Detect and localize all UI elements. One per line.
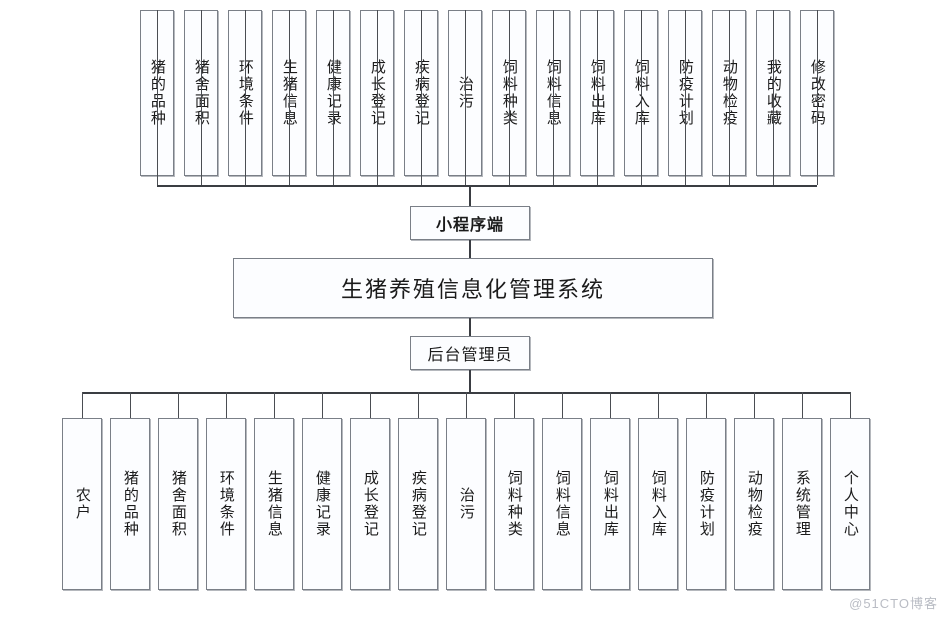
- client-module-drop-4: [289, 10, 290, 185]
- connector-system-to-admin: [469, 318, 471, 336]
- client-module-drop-16: [817, 10, 818, 185]
- admin-module-drop-12: [610, 392, 611, 418]
- admin-module-drop-6: [322, 392, 323, 418]
- admin-module-7[interactable]: 成长登记: [350, 418, 390, 590]
- admin-module-11[interactable]: 饲料信息: [542, 418, 582, 590]
- admin-module-drop-5: [274, 392, 275, 418]
- connector-admin-to-bus: [469, 370, 471, 393]
- admin-module-drop-3: [178, 392, 179, 418]
- admin-module-2[interactable]: 猪的品种: [110, 418, 150, 590]
- admin-module-drop-1: [82, 392, 83, 418]
- client-module-bus-line: [157, 185, 817, 187]
- admin-module-drop-15: [754, 392, 755, 418]
- admin-module-12[interactable]: 饲料出库: [590, 418, 630, 590]
- client-module-drop-6: [377, 10, 378, 185]
- client-module-drop-15: [773, 10, 774, 185]
- system-title-node[interactable]: 生猪养殖信息化管理系统: [233, 258, 713, 318]
- client-module-drop-1: [157, 10, 158, 185]
- admin-module-13[interactable]: 饲料入库: [638, 418, 678, 590]
- admin-module-drop-14: [706, 392, 707, 418]
- client-module-drop-2: [201, 10, 202, 185]
- admin-module-8[interactable]: 疾病登记: [398, 418, 438, 590]
- admin-module-1[interactable]: 农户: [62, 418, 102, 590]
- admin-module-drop-17: [850, 392, 851, 418]
- client-module-drop-5: [333, 10, 334, 185]
- admin-module-drop-16: [802, 392, 803, 418]
- admin-module-drop-2: [130, 392, 131, 418]
- connector-bus-to-client: [469, 185, 471, 206]
- admin-module-drop-9: [466, 392, 467, 418]
- admin-module-16[interactable]: 系统管理: [782, 418, 822, 590]
- admin-module-14[interactable]: 防疫计划: [686, 418, 726, 590]
- client-module-drop-7: [421, 10, 422, 185]
- admin-module-17[interactable]: 个人中心: [830, 418, 870, 590]
- watermark-label: @51CTO博客: [849, 596, 938, 611]
- connector-client-to-system: [469, 240, 471, 258]
- client-module-drop-10: [553, 10, 554, 185]
- client-module-drop-3: [245, 10, 246, 185]
- admin-module-6[interactable]: 健康记录: [302, 418, 342, 590]
- client-module-drop-13: [685, 10, 686, 185]
- client-module-drop-14: [729, 10, 730, 185]
- admin-module-drop-4: [226, 392, 227, 418]
- admin-module-drop-7: [370, 392, 371, 418]
- admin-module-drop-11: [562, 392, 563, 418]
- admin-module-10[interactable]: 饲料种类: [494, 418, 534, 590]
- admin-module-3[interactable]: 猪舍面积: [158, 418, 198, 590]
- client-module-drop-12: [641, 10, 642, 185]
- client-module-drop-8: [465, 10, 466, 185]
- admin-module-drop-13: [658, 392, 659, 418]
- client-module-drop-11: [597, 10, 598, 185]
- admin-module-15[interactable]: 动物检疫: [734, 418, 774, 590]
- admin-module-9[interactable]: 治污: [446, 418, 486, 590]
- client-node[interactable]: 小程序端: [410, 206, 530, 240]
- admin-module-5[interactable]: 生猪信息: [254, 418, 294, 590]
- client-module-drop-9: [509, 10, 510, 185]
- admin-module-4[interactable]: 环境条件: [206, 418, 246, 590]
- admin-module-drop-8: [418, 392, 419, 418]
- admin-module-drop-10: [514, 392, 515, 418]
- client-module-12[interactable]: 饲料入库: [624, 10, 658, 176]
- admin-node[interactable]: 后台管理员: [410, 336, 530, 370]
